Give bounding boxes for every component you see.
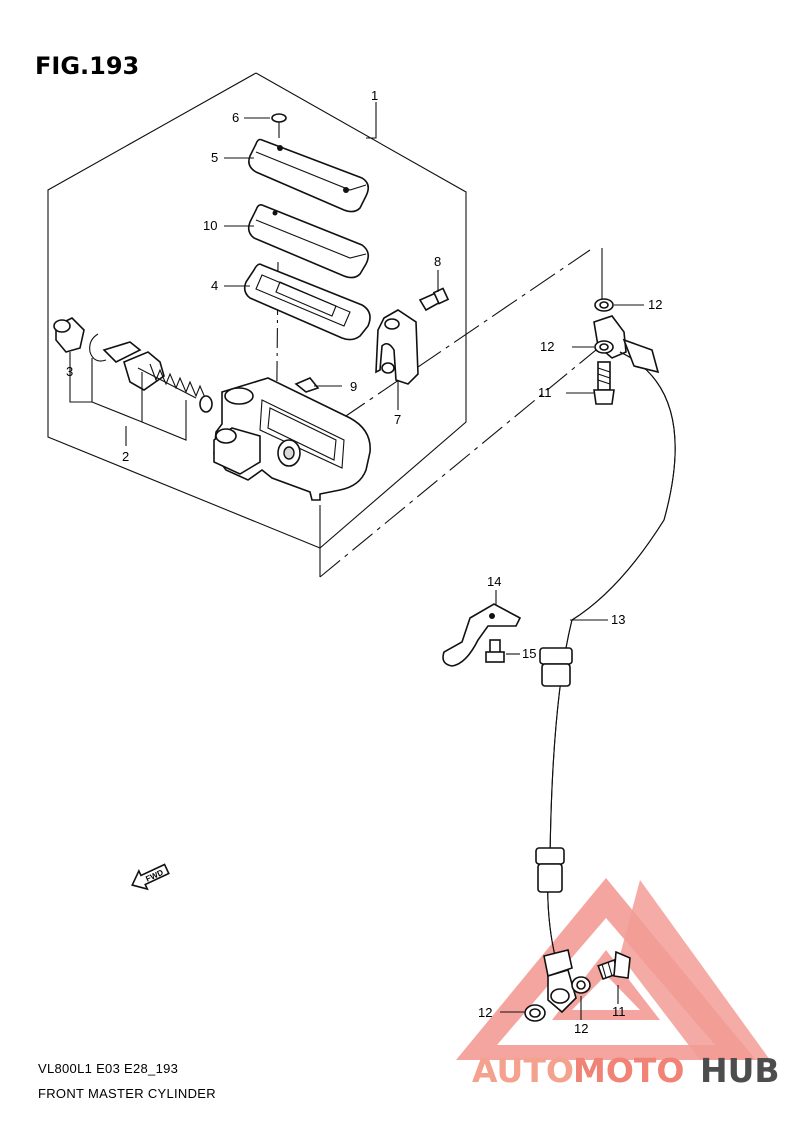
callout-3: 3	[66, 364, 73, 379]
diagram-caption: FRONT MASTER CYLINDER	[38, 1086, 216, 1101]
bolt-part-15	[485, 639, 505, 663]
fwd-arrow-icon: FWD	[131, 863, 170, 891]
callout-12-bottom-right: 12	[574, 1021, 588, 1036]
washer-part-12-bottom-right	[571, 976, 591, 994]
watermark-auto: AUTO	[472, 1051, 574, 1090]
callout-11-top: 11	[538, 385, 552, 400]
callout-7: 7	[394, 412, 401, 427]
callout-10: 10	[203, 218, 217, 233]
clamp-part-7	[375, 309, 419, 385]
hose-clamp-part-14	[442, 603, 522, 667]
callout-2: 2	[122, 449, 129, 464]
reservoir-cap-part-5	[248, 138, 370, 213]
diaphragm-plate-part-10	[247, 204, 370, 279]
callout-5: 5	[211, 150, 218, 165]
watermark-moto: MOTO	[573, 1051, 684, 1090]
callout-6: 6	[232, 110, 239, 125]
callout-12-top: 12	[648, 297, 662, 312]
callout-labels: 1 2 3 4 5 6 7 8 9 10 11 11 12 12 12 12 1…	[66, 88, 662, 1036]
callout-4: 4	[211, 278, 218, 293]
master-cylinder-body	[213, 377, 371, 501]
watermark-hub: HUB	[700, 1051, 780, 1090]
diagram-code: VL800L1 E03 E28_193	[38, 1061, 178, 1076]
banjo-bolt-part-11-bottom	[597, 950, 631, 981]
washer-part-12-middle	[594, 340, 614, 354]
piston-assembly-part-2	[102, 341, 213, 413]
screw-part-6	[271, 113, 287, 138]
brake-hose-part-13	[535, 338, 676, 1014]
callout-13: 13	[611, 612, 625, 627]
callout-8: 8	[434, 254, 441, 269]
banjo-bolt-part-11-top	[593, 361, 615, 405]
clip-part-9	[294, 377, 320, 393]
piston-boot-part-3	[53, 317, 85, 353]
callout-1: 1	[371, 88, 378, 103]
circlip-part	[89, 333, 107, 362]
callout-11-bottom: 11	[612, 1004, 626, 1019]
washer-part-12-top	[594, 298, 614, 312]
figure-title: FIG.193	[35, 52, 139, 80]
fwd-label: FWD	[144, 868, 165, 884]
washer-part-12-bottom-left	[524, 1004, 546, 1022]
callout-14: 14	[487, 574, 501, 589]
callout-12-bottom-left: 12	[478, 1005, 492, 1020]
callout-15: 15	[522, 646, 536, 661]
leader-lines	[69, 102, 439, 446]
watermark-text: AUTO MOTO HUB	[472, 1051, 780, 1090]
bolt-part-8	[418, 287, 450, 312]
callout-12-middle: 12	[540, 339, 554, 354]
callout-9: 9	[350, 379, 357, 394]
diaphragm-part-4	[243, 263, 371, 341]
